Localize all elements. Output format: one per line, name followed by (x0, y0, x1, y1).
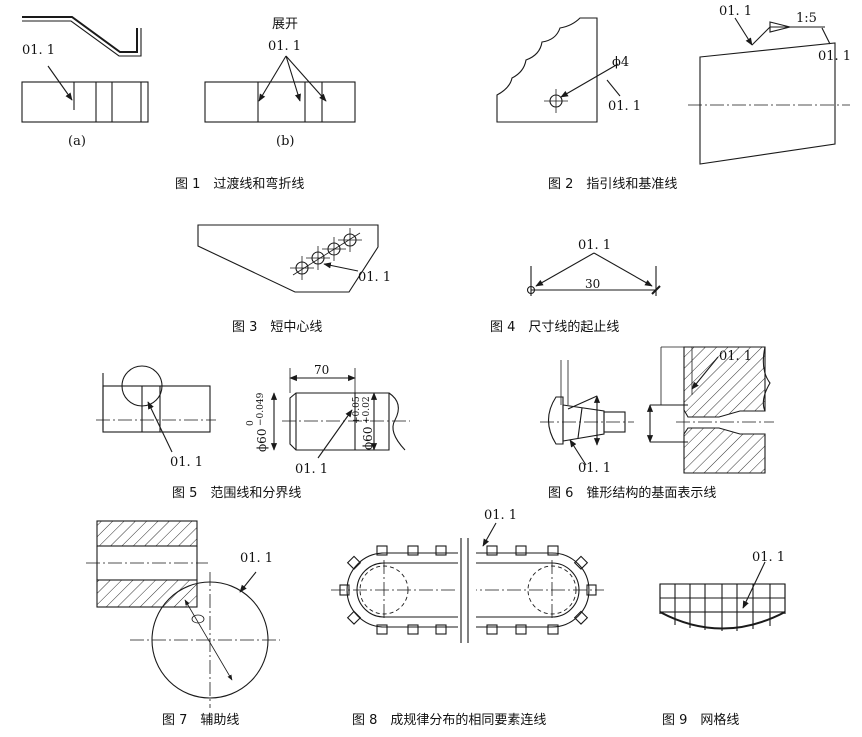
tapered-body (699, 42, 836, 165)
taper-ratio: 1:5 (796, 11, 817, 26)
figure-4-caption: 图 4 尺寸线的起止线 (490, 319, 619, 335)
callout-label: 01. 1 (22, 43, 55, 58)
profile-curve (659, 611, 786, 630)
callout-label: 01. 1 (240, 551, 273, 566)
broken-plate (496, 17, 598, 123)
diameter-left: ϕ60 (255, 429, 269, 452)
leader-arrow (239, 571, 257, 593)
label-b: (b) (276, 134, 294, 149)
leader-arrow (742, 561, 766, 609)
figure-7-caption: 图 7 辅助线 (162, 713, 239, 728)
dimension-value: 30 (585, 277, 600, 291)
length-value: 70 (314, 363, 329, 377)
chain-links (339, 545, 597, 635)
figure-2-caption: 图 2 指引线和基准线 (548, 177, 677, 192)
callout-label: 01. 1 (170, 455, 203, 470)
figure-8-regularly-distributed-element-links: 01. 1 图 8 成规律分布的相同要素连线 (331, 508, 604, 728)
leader-arrow (569, 439, 587, 466)
figure-3-caption: 图 3 短中心线 (232, 320, 322, 335)
callout-label: 01. 1 (484, 508, 517, 523)
callout-label: 01. 1 (818, 49, 851, 64)
figure-9-grid-lines: 01. 1 图 9 网格线 (659, 550, 786, 728)
callout-label: 01. 1 (358, 270, 391, 285)
figure-1-transition-and-bend-lines: 01. 1 (a) 展开 01. 1 (b) 图 1 过渡线和弯折线 (21, 16, 356, 192)
leader-arrow (147, 401, 173, 453)
cone-body (562, 404, 605, 442)
figure-2-leader-and-reference-lines: ϕ4 01. 1 01. 1 1:5 01. 1 图 2 指引线和基准线 (496, 4, 851, 192)
origin-circle (526, 285, 536, 295)
range-circle (121, 365, 163, 407)
plate-outline (197, 224, 379, 293)
callout-label: 01. 1 (608, 99, 641, 114)
leader-arrow (285, 55, 327, 102)
tolerance-lower: −0.049 (256, 392, 266, 426)
reference-line (751, 26, 825, 46)
hole-row (290, 228, 362, 280)
diameter-label: ϕ4 (612, 55, 629, 70)
leader-arrow (593, 252, 653, 287)
hatched-section-upper (683, 346, 766, 418)
hatched-block-bottom (96, 579, 198, 608)
part-view-a (21, 81, 149, 123)
tolerance-upper: 0 (246, 420, 256, 426)
callout-label: 01. 1 (719, 349, 752, 364)
bent-sheet-profile (22, 16, 138, 53)
figure-4-dimension-terminators: 01. 1 30 图 4 尺寸线的起止线 (490, 238, 661, 335)
label-a: (a) (68, 134, 86, 149)
figure-1-caption: 图 1 过渡线和弯折线 (175, 176, 304, 192)
leader-arrow (323, 262, 359, 272)
tolerance-lower: +0.02 (362, 396, 372, 424)
leader-arrow (317, 409, 353, 459)
leader-arrow (691, 356, 719, 390)
figure-7-auxiliary-lines: 01. 1 图 7 辅助线 (86, 520, 280, 728)
leader-arrow (285, 55, 301, 102)
figure-3-short-center-lines: 01. 1 图 3 短中心线 (197, 224, 391, 335)
leader-arrow (535, 252, 595, 287)
leader-arrow (47, 65, 73, 101)
figure-5-caption: 图 5 范围线和分界线 (172, 486, 301, 501)
leader-arrow (560, 63, 619, 98)
figure-6-caption: 图 6 锥形结构的基面表示线 (548, 485, 716, 501)
callout-label: 01. 1 (578, 238, 611, 253)
leader-arrow (482, 522, 497, 547)
callout-label: 01. 1 (752, 550, 785, 565)
part-view-b (204, 81, 356, 123)
figure-5-range-and-boundary-lines: 01. 1 70 ϕ60 0 −0.049 ϕ60 +0.05 +0.02 01… (96, 363, 410, 501)
figure-6-cone-base-plane-lines: 01. 1 01. 1 图 6 锥形结构的基面表示线 (540, 346, 774, 501)
leader-arrow (258, 55, 287, 102)
diameter-right: ϕ60 (361, 427, 375, 450)
shaft-left (102, 385, 211, 433)
callout-label: 01. 1 (268, 39, 301, 54)
callout-label: 01. 1 (295, 462, 328, 477)
break-line (388, 392, 406, 451)
chain-outer (346, 552, 590, 628)
hatched-section-lower (683, 427, 766, 474)
tolerance-upper: +0.05 (352, 396, 362, 424)
figure-9-caption: 图 9 网格线 (662, 712, 739, 728)
figure-8-caption: 图 8 成规律分布的相同要素连线 (352, 712, 546, 728)
unfold-label: 展开 (272, 17, 298, 32)
callout-label: 01. 1 (578, 461, 611, 476)
cone-head (547, 396, 564, 445)
callout-label: 01. 1 (719, 4, 752, 19)
hatched-block-top (96, 520, 198, 547)
